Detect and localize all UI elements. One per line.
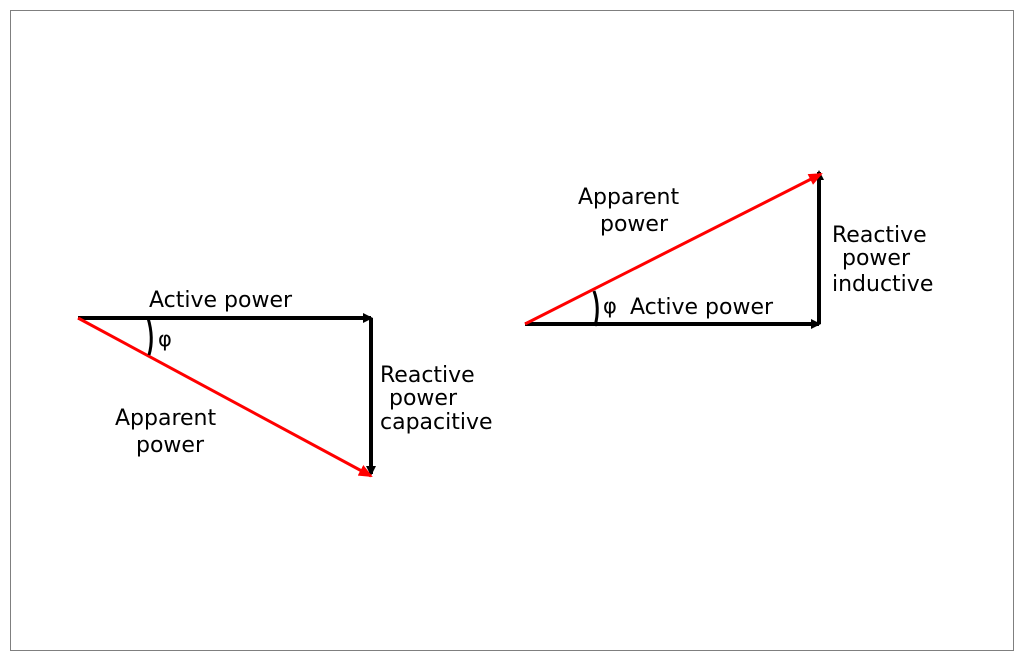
- left-reactive-label-line3: capacitive: [380, 410, 493, 435]
- left-reactive-label-line1: Reactive: [380, 363, 475, 388]
- right-reactive-label-line1: Reactive: [832, 223, 927, 248]
- right-active-power-label: Active power: [630, 295, 774, 320]
- right-reactive-label-line3: inductive: [832, 272, 934, 297]
- inductive-power-triangle: [524, 170, 824, 329]
- capacitive-power-triangle: [77, 313, 376, 478]
- right-apparent-label-line1: Apparent: [578, 185, 680, 210]
- left-apparent-label-line2: power: [136, 433, 204, 458]
- right-apparent-power-vector: [524, 172, 823, 326]
- left-apparent-label-line1: Apparent: [115, 406, 217, 431]
- right-apparent-label-line2: power: [600, 212, 668, 237]
- left-phi-symbol: φ: [158, 327, 172, 351]
- left-apparent-power-vector: [77, 316, 373, 478]
- left-active-power-label: Active power: [149, 288, 293, 313]
- right-phi-angle-arc: [592, 290, 599, 327]
- left-reactive-label-line2: power: [389, 386, 457, 411]
- diagram-frame: [10, 10, 1014, 651]
- right-phi-symbol: φ: [603, 294, 617, 318]
- left-phi-angle-arc: [146, 317, 153, 356]
- right-reactive-label-line2: power: [842, 246, 910, 271]
